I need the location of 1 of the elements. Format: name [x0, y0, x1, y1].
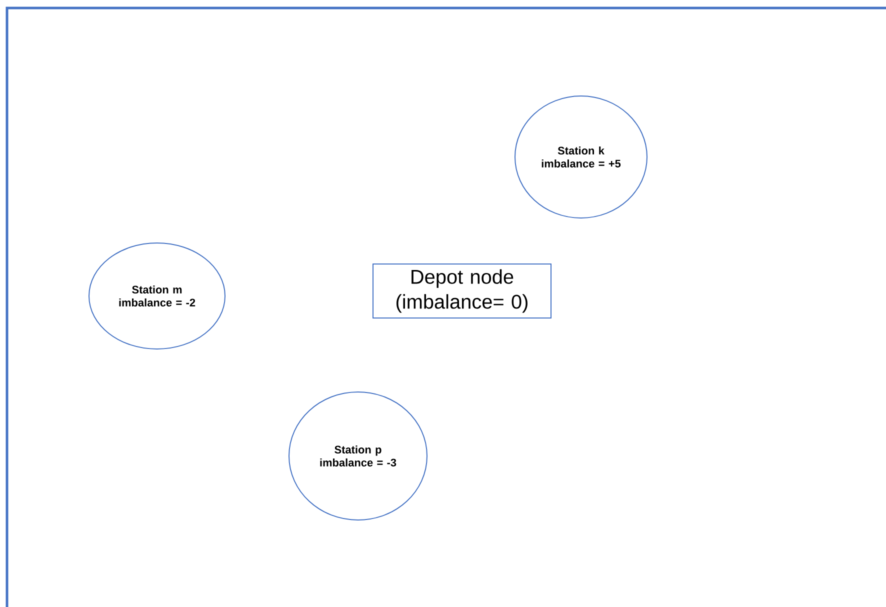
- depot-box: Depot node (imbalance= 0): [372, 264, 552, 318]
